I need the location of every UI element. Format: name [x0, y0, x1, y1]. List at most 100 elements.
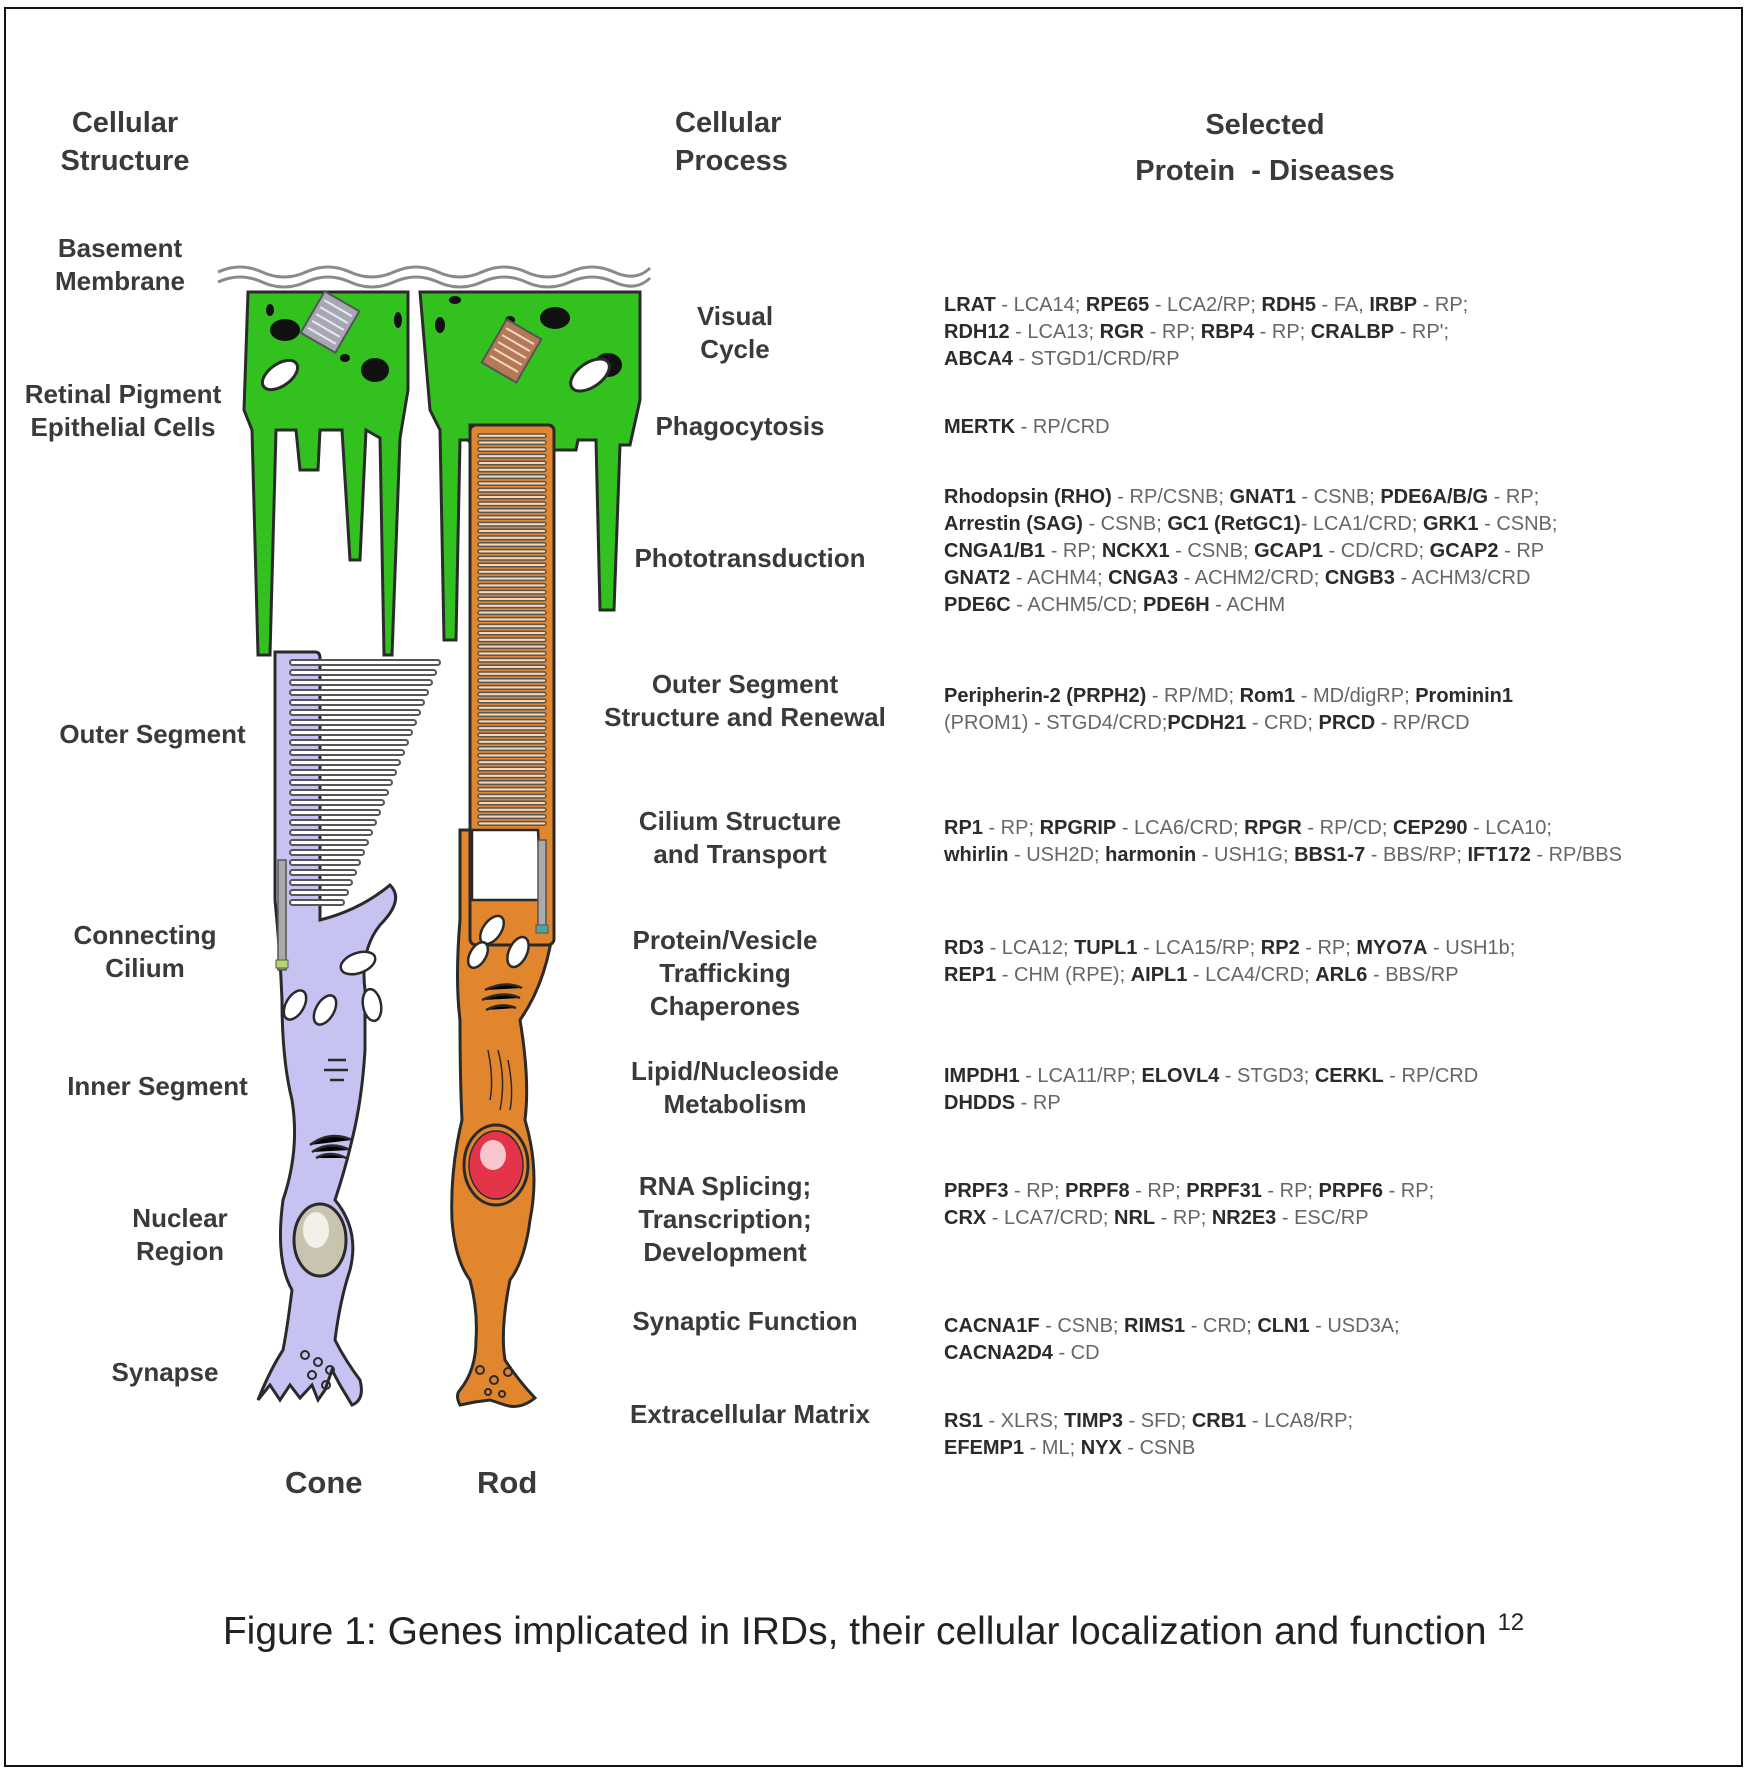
disease-text: - RP; — [1262, 1180, 1319, 1202]
gene-disease-list: RP1 - RP; RPGRIP - LCA6/CRD; RPGR - RP/C… — [944, 815, 1734, 869]
disease-text: - CHM (RPE); — [996, 964, 1130, 986]
rod-disc — [478, 733, 546, 737]
rod-disc — [478, 577, 546, 581]
gene-name: RIMS1 — [1124, 1315, 1185, 1337]
cone-disc — [290, 840, 368, 845]
gene-name: CACNA2D4 — [944, 1342, 1053, 1364]
disease-text: - LCA13; — [1010, 321, 1100, 343]
caption-text: Figure 1: Genes implicated in IRDs, thei… — [223, 1610, 1498, 1653]
process-line: and Transport — [620, 838, 860, 871]
process-label: Outer SegmentStructure and Renewal — [590, 668, 900, 734]
disease-text: - RP'; — [1394, 321, 1449, 343]
disease-text: - RP/RCD — [1375, 712, 1469, 734]
disease-text: - RP/CD; — [1302, 817, 1393, 839]
process-line: Phototransduction — [620, 542, 880, 575]
disease-text: - LCA4/CRD; — [1187, 964, 1315, 986]
gene-name: CERKL — [1315, 1065, 1384, 1087]
disease-text: - RP/CRD — [1015, 416, 1109, 438]
process-line: Chaperones — [620, 990, 830, 1023]
cone-disc — [290, 760, 400, 765]
rod-disc — [478, 794, 546, 798]
gene-name: ELOVL4 — [1141, 1065, 1219, 1087]
gene-name: NCKX1 — [1102, 540, 1170, 562]
gene-line: CACNA1F - CSNB; RIMS1 - CRD; CLN1 - USD3… — [944, 1313, 1734, 1340]
gene-disease-list: Rhodopsin (RHO) - RP/CSNB; GNAT1 - CSNB;… — [944, 484, 1734, 619]
gene-name: NR2E3 — [1212, 1207, 1276, 1229]
disease-text: - CSNB; — [1296, 486, 1380, 508]
gene-line: RD3 - LCA12; TUPL1 - LCA15/RP; RP2 - RP;… — [944, 935, 1734, 962]
gene-name: BBS1-7 — [1294, 844, 1365, 866]
rod-disc — [478, 543, 546, 547]
disease-text: - CRD; — [1246, 712, 1318, 734]
disease-text: - RP/CRD — [1384, 1065, 1478, 1087]
gene-line: CNGA1/B1 - RP; NCKX1 - CSNB; GCAP1 - CD/… — [944, 538, 1734, 565]
rod-disc — [478, 461, 546, 465]
gene-name: AIPL1 — [1131, 964, 1188, 986]
disease-text: - RP; — [983, 817, 1040, 839]
process-label: RNA Splicing;Transcription;Development — [630, 1170, 820, 1269]
process-line: Structure and Renewal — [590, 701, 900, 734]
gene-disease-list: MERTK - RP/CRD — [944, 414, 1734, 441]
rod-disc — [478, 495, 546, 499]
disease-text: - CSNB; — [1479, 513, 1558, 535]
disease-text: - ACHM5/CD; — [1011, 594, 1143, 616]
gene-name: PCDH21 — [1167, 712, 1246, 734]
gene-disease-list: RS1 - XLRS; TIMP3 - SFD; CRB1 - LCA8/RP;… — [944, 1408, 1734, 1462]
gene-name: RP2 — [1261, 937, 1300, 959]
cone-disc — [290, 860, 360, 865]
gene-name: TUPL1 — [1074, 937, 1137, 959]
process-line: Trafficking — [620, 957, 830, 990]
gene-name: CNGB3 — [1325, 567, 1395, 589]
cone-disc — [290, 740, 408, 745]
disease-text: - RP — [1015, 1092, 1061, 1114]
gene-name: CRX — [944, 1207, 986, 1229]
rod-disc — [478, 570, 546, 574]
disease-text: - ACHM — [1210, 594, 1286, 616]
gene-name: IMPDH1 — [944, 1065, 1020, 1087]
gene-name: IFT172 — [1467, 844, 1530, 866]
rod-disc — [478, 590, 546, 594]
gene-line: CRX - LCA7/CRD; NRL - RP; NR2E3 - ESC/RP — [944, 1205, 1734, 1232]
gene-name: IRBP — [1369, 294, 1417, 316]
rod-disc — [478, 604, 546, 608]
rod-disc — [478, 699, 546, 703]
gene-disease-list: RD3 - LCA12; TUPL1 - LCA15/RP; RP2 - RP;… — [944, 935, 1734, 989]
gene-line: RS1 - XLRS; TIMP3 - SFD; CRB1 - LCA8/RP; — [944, 1408, 1734, 1435]
rod-disc — [478, 801, 546, 805]
process-label: Phototransduction — [620, 542, 880, 575]
gene-name: Rom1 — [1240, 685, 1296, 707]
disease-text: - LCA7/CRD; — [986, 1207, 1114, 1229]
disease-text: - CSNB — [1122, 1437, 1195, 1459]
rod-disc — [478, 482, 546, 486]
gene-line: DHDDS - RP — [944, 1090, 1734, 1117]
gene-disease-list: PRPF3 - RP; PRPF8 - RP; PRPF31 - RP; PRP… — [944, 1178, 1734, 1232]
disease-text: - LCA14; — [996, 294, 1086, 316]
gene-disease-list: Peripherin-2 (PRPH2) - RP/MD; Rom1 - MD/… — [944, 683, 1734, 737]
disease-text: - RP/BBS — [1531, 844, 1622, 866]
rod-disc — [478, 760, 546, 764]
process-line: Development — [630, 1236, 820, 1269]
disease-text: - USD3A; — [1310, 1315, 1400, 1337]
cone-disc — [290, 670, 436, 675]
gene-disease-list: LRAT - LCA14; RPE65 - LCA2/RP; RDH5 - FA… — [944, 292, 1734, 373]
gene-name: CNGA1/B1 — [944, 540, 1045, 562]
rod-disc — [478, 781, 546, 785]
rod-disc — [478, 631, 546, 635]
gene-line: IMPDH1 - LCA11/RP; ELOVL4 - STGD3; CERKL… — [944, 1063, 1734, 1090]
gene-line: LRAT - LCA14; RPE65 - LCA2/RP; RDH5 - FA… — [944, 292, 1734, 319]
rod-disc — [478, 638, 546, 642]
disease-text: - BBS/RP; — [1365, 844, 1467, 866]
rod-disc — [478, 740, 546, 744]
rod-disc — [478, 645, 546, 649]
gene-line: Arrestin (SAG) - CSNB; GC1 (RetGC1)- LCA… — [944, 511, 1734, 538]
process-line: Cycle — [620, 333, 850, 366]
gene-name: Arrestin (SAG) — [944, 513, 1083, 535]
cone-disc — [290, 790, 388, 795]
rod-disc — [478, 754, 546, 758]
process-label: Extracellular Matrix — [600, 1398, 900, 1431]
rod-disc — [478, 468, 546, 472]
disease-text: - LCA1/CRD; — [1301, 513, 1423, 535]
